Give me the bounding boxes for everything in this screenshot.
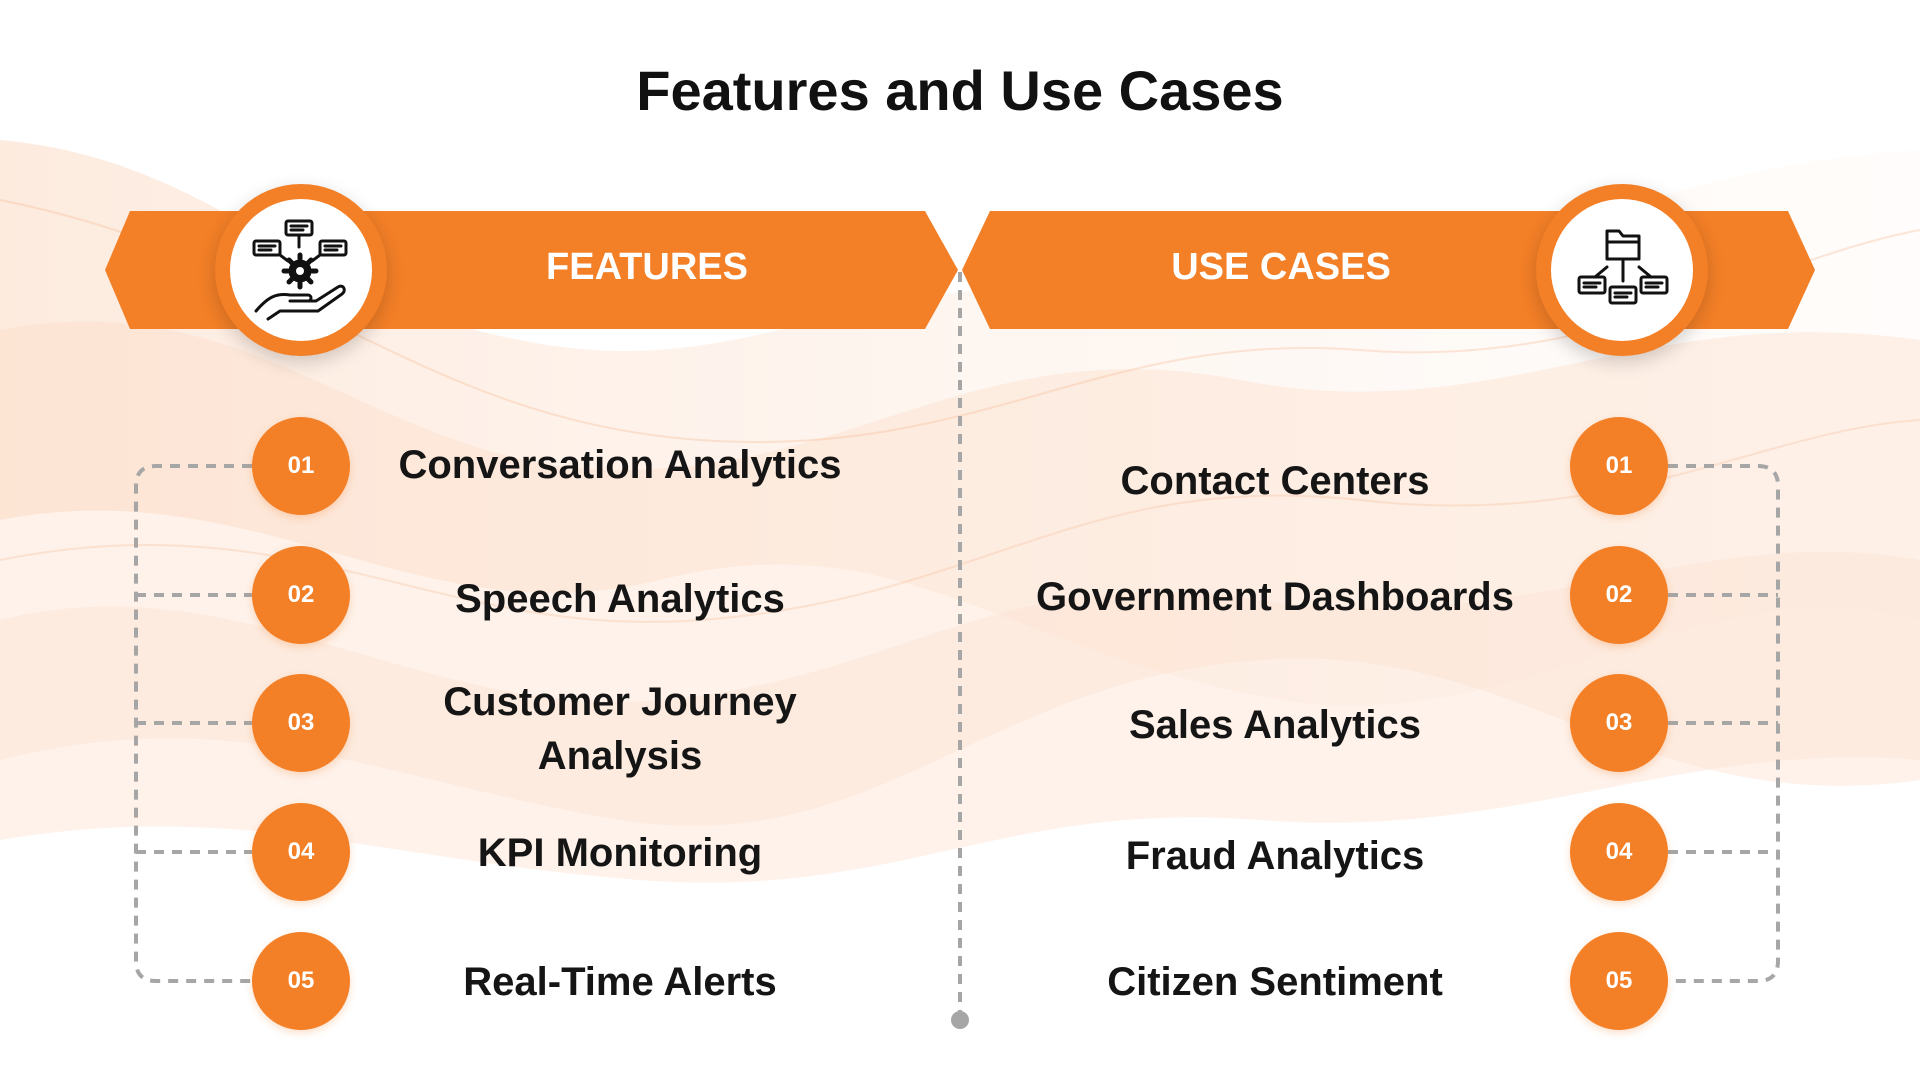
features-icon-badge <box>215 184 387 356</box>
features-banner-label: FEATURES <box>546 246 748 288</box>
feature-item-label: KPI Monitoring <box>477 831 763 875</box>
use-cases-connector <box>1668 464 1780 983</box>
feature-number-badge: 03 <box>252 674 350 772</box>
feature-number-badge: 05 <box>252 932 350 1030</box>
feature-item-label: Real-Time Alerts <box>463 960 777 1004</box>
hand-gear-network-icon <box>252 219 348 321</box>
divider-end-dot <box>951 1011 969 1029</box>
use-cases-banner-label: USE CASES <box>1171 246 1391 288</box>
features-connector <box>134 464 252 983</box>
feature-number-badge: 01 <box>252 417 350 515</box>
use-case-number-badge: 04 <box>1570 803 1668 901</box>
use-case-item-label: Citizen Sentiment <box>1107 960 1443 1004</box>
feature-number-badge: 04 <box>252 803 350 901</box>
use-case-number-badge: 03 <box>1570 674 1668 772</box>
folder-hierarchy-icon <box>1577 229 1669 305</box>
use-case-number-badge: 02 <box>1570 546 1668 644</box>
use-case-number-badge: 05 <box>1570 932 1668 1030</box>
use-case-item-label: Contact Centers <box>1120 459 1430 503</box>
use-case-item-label: Government Dashboards <box>1036 575 1514 619</box>
use-cases-icon-badge <box>1536 184 1708 356</box>
page-title: Features and Use Cases <box>636 59 1284 122</box>
use-case-item-label: Fraud Analytics <box>1125 834 1425 878</box>
use-case-item-label: Sales Analytics <box>1128 703 1421 747</box>
feature-item-label: Conversation Analytics <box>398 443 842 487</box>
feature-item-label: Speech Analytics <box>455 577 785 621</box>
feature-item-label: Customer Journey Analysis <box>443 680 797 778</box>
use-case-number-badge: 01 <box>1570 417 1668 515</box>
feature-number-badge: 02 <box>252 546 350 644</box>
